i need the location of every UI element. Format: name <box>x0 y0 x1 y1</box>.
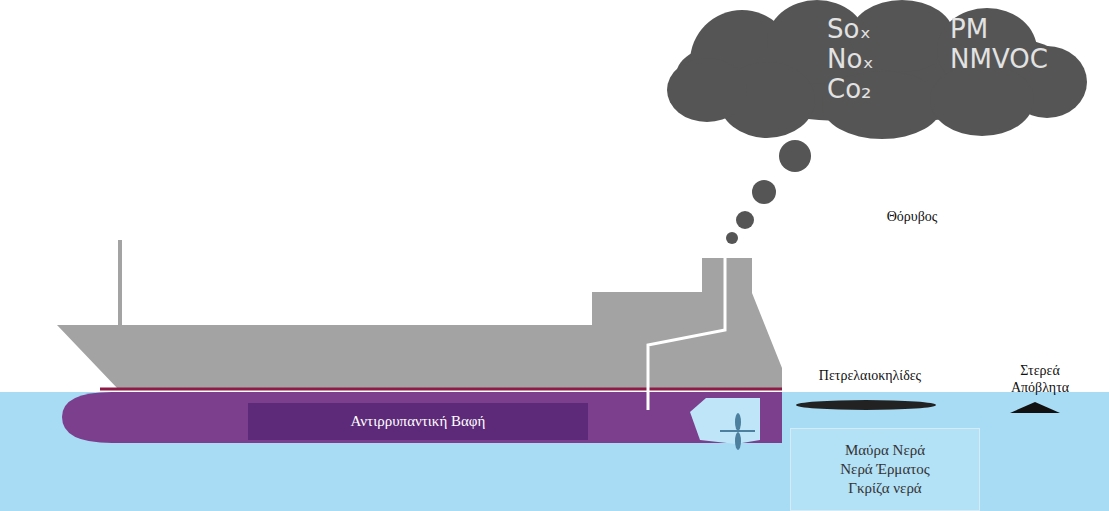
stern-cutout <box>690 398 760 444</box>
ship-hull-underwater <box>62 392 782 443</box>
node-text: Γκρίζα νερά <box>791 479 979 498</box>
pollution-label: Θόρυβος <box>872 208 952 225</box>
smoke-puff <box>726 232 738 244</box>
sea-water <box>0 392 1109 511</box>
solid-waste-symbol <box>1010 402 1060 413</box>
antifouling-paint-box: Αντιρρυπαντική Βαφή <box>248 403 588 440</box>
waterline <box>100 388 782 391</box>
node-text: Co₂ <box>827 74 871 104</box>
ship-mast <box>118 240 122 326</box>
propeller-blade <box>735 432 741 450</box>
smoke-puff <box>779 140 811 172</box>
pollution-label: Στερεά Απόβλητα <box>1000 362 1080 396</box>
node-text: Μαύρα Νερά <box>791 441 979 460</box>
cloud-puff <box>667 58 747 122</box>
wastewater-box: Μαύρα ΝεράΝερά ΈρματοςΓκρίζα νερά <box>790 428 980 511</box>
rudder <box>760 398 782 443</box>
node-text: Νερά Έρματος <box>791 460 979 479</box>
node-text: NMVOC <box>950 44 1048 74</box>
node-text: PM <box>950 14 988 44</box>
node-text: Noₓ <box>827 44 874 74</box>
funnel-pipe <box>719 238 721 258</box>
exhaust-pipe <box>648 258 725 410</box>
node-text: Αντιρρυπαντική Βαφή <box>248 403 588 440</box>
cloud-puff <box>930 64 1034 136</box>
smoke-puff <box>752 180 776 204</box>
propeller-blade <box>735 413 741 431</box>
oil-slick <box>796 400 936 410</box>
smoke-puff <box>736 211 754 229</box>
ship-hull-upper <box>57 258 782 389</box>
node-text: Soₓ <box>827 14 871 44</box>
pollution-label: Πετρελαιοκηλίδες <box>795 367 945 384</box>
cloud-puff <box>822 71 942 139</box>
emission-cloud: Soₓ PM Noₓ NMVOC Co₂ <box>652 0 1102 142</box>
